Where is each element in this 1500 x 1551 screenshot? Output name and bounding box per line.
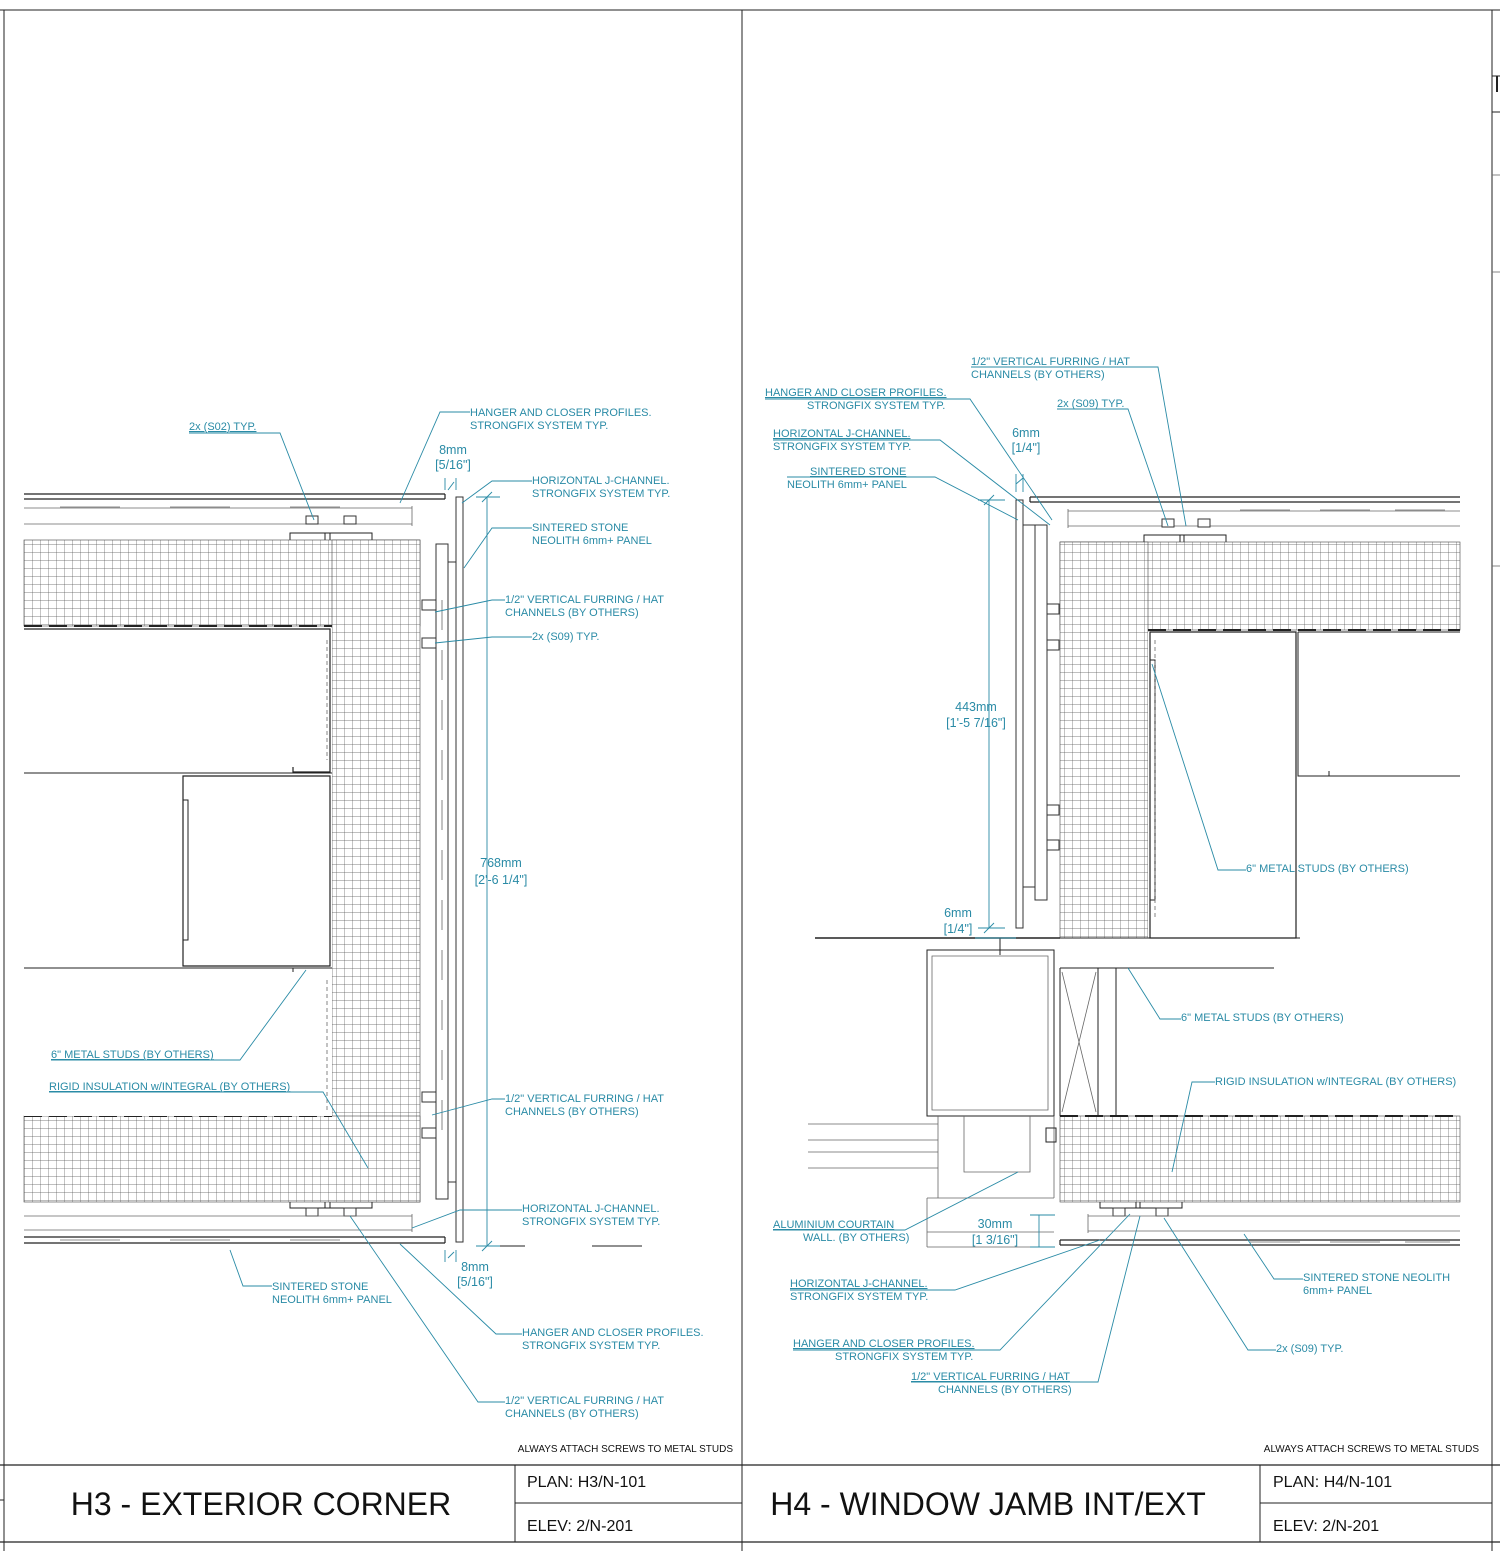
h4-insulation-jamb [1059, 541, 1149, 939]
h3-annotations: 2x (S02) TYP. HANGER AND CLOSER PROFILES… [49, 407, 704, 1420]
h4-top-stone-panel [1029, 496, 1460, 542]
h4-note-furring-top-2: CHANNELS (BY OTHERS) [971, 369, 1105, 381]
h4-note-studs-2: 6" METAL STUDS (BY OTHERS) [1181, 1012, 1344, 1024]
h3-note-furring-mid-2: CHANNELS (BY OTHERS) [505, 1106, 639, 1118]
h3-top-stone-panel [24, 493, 446, 526]
general-note-h4: ALWAYS ATTACH SCREWS TO METAL STUDS [1264, 1444, 1480, 1455]
h4-annotations: 1/2" VERTICAL FURRING / HAT CHANNELS (BY… [765, 356, 1456, 1396]
h4-note-jchannel-bot-2: STRONGFIX SYSTEM TYP. [790, 1291, 928, 1303]
h4-curtain-wall-frame [808, 937, 1097, 1248]
h4-metal-studs [1060, 631, 1460, 1117]
h4-dim-gap-bot-in: [1/4"] [944, 922, 973, 936]
h3-note-hanger-bot: HANGER AND CLOSER PROFILES. [522, 1327, 704, 1339]
h3-note-furring-top: 1/2" VERTICAL FURRING / HAT [505, 594, 664, 606]
h4-note-s09-top: 2x (S09) TYP. [1057, 398, 1124, 410]
h4-detail-drawing [808, 496, 1461, 1248]
h3-note-furring-mid: 1/2" VERTICAL FURRING / HAT [505, 1093, 664, 1105]
h3-note-stone-bot: SINTERED STONE [272, 1281, 368, 1293]
h4-note-jchannel-bot: HORIZONTAL J-CHANNEL. [790, 1278, 928, 1290]
h3-note-jchannel-bot: HORIZONTAL J-CHANNEL. [522, 1203, 660, 1215]
h3-dimensions [444, 478, 500, 1262]
h4-dimensions [975, 474, 1055, 1248]
elev-ref-h4: ELEV: 2/N-201 [1273, 1518, 1379, 1535]
h3-note-hanger-top: HANGER AND CLOSER PROFILES. [470, 407, 652, 419]
h4-note-furring-bot-2: CHANNELS (BY OTHERS) [938, 1384, 1072, 1396]
h4-dim-frame: 30mm [978, 1217, 1013, 1231]
h4-note-stone-bot: SINTERED STONE NEOLITH [1303, 1272, 1450, 1284]
h3-dim-gap-bot: 8mm [461, 1260, 489, 1274]
h3-dim-gap-top-in: [5/16"] [435, 458, 471, 472]
h3-note-stone-top-2: NEOLITH 6mm+ PANEL [532, 535, 652, 547]
h4-dim-frame-in: [1 3/16"] [972, 1233, 1018, 1247]
h3-note-insulation: RIGID INSULATION w/INTEGRAL (BY OTHERS) [49, 1081, 290, 1093]
h3-note-hanger-bot-2: STRONGFIX SYSTEM TYP. [522, 1340, 660, 1352]
h3-dim-height-in: [2'-6 1/4"] [475, 873, 528, 887]
sheet-frame [0, 9, 1500, 1551]
h4-note-stone-top: SINTERED STONE [810, 466, 906, 478]
h4-jamb-stone-panel [1015, 499, 1060, 929]
h3-dim-gap-top: 8mm [439, 443, 467, 457]
h4-note-jchannel-top-2: STRONGFIX SYSTEM TYP. [773, 441, 911, 453]
h4-note-hanger-top-2: STRONGFIX SYSTEM TYP. [807, 400, 945, 412]
h3-top-clips [289, 515, 373, 540]
h3-note-furring-bot: 1/2" VERTICAL FURRING / HAT [505, 1395, 664, 1407]
h4-bottom-stone-panel [1059, 1202, 1460, 1246]
h3-note-furring-top-2: CHANNELS (BY OTHERS) [505, 607, 639, 619]
h4-dim-height: 443mm [955, 700, 997, 714]
h3-dim-height: 768mm [480, 856, 522, 870]
h3-metal-studs [24, 628, 332, 1116]
h3-note-jchannel-bot-2: STRONGFIX SYSTEM TYP. [522, 1216, 660, 1228]
h4-note-s09-bot: 2x (S09) TYP. [1276, 1343, 1343, 1355]
h3-bottom-stone-panel [24, 1202, 642, 1247]
plan-ref-h3: PLAN: H3/N-101 [527, 1474, 646, 1491]
h3-side-screws [421, 599, 437, 1139]
h4-insulation-bottom [1059, 1115, 1461, 1203]
h4-note-curtain-wall-2: WALL. (BY OTHERS) [803, 1232, 909, 1244]
general-note-h3: ALWAYS ATTACH SCREWS TO METAL STUDS [518, 1444, 734, 1455]
h3-insulation-corner [331, 539, 421, 1203]
h4-note-furring-bot: 1/2" VERTICAL FURRING / HAT [911, 1371, 1070, 1383]
h3-note-furring-bot-2: CHANNELS (BY OTHERS) [505, 1408, 639, 1420]
h4-dim-height-in: [1'-5 7/16"] [946, 716, 1006, 730]
detail-title-h4: H4 - WINDOW JAMB INT/EXT [770, 1486, 1206, 1522]
h4-note-jchannel-top: HORIZONTAL J-CHANNEL. [773, 428, 911, 440]
h3-note-s09: 2x (S09) TYP. [532, 631, 599, 643]
h3-note-jchannel-top: HORIZONTAL J-CHANNEL. [532, 475, 670, 487]
h3-insulation-bottom [23, 1115, 421, 1203]
h4-note-furring-top: 1/2" VERTICAL FURRING / HAT [971, 356, 1130, 368]
h3-dim-gap-bot-in: [5/16"] [457, 1275, 493, 1289]
h3-detail-drawing [23, 493, 642, 1247]
h4-note-stone-top-2: NEOLITH 6mm+ PANEL [787, 479, 907, 491]
h3-note-s02: 2x (S02) TYP. [189, 421, 256, 433]
detail-title-h3: H3 - EXTERIOR CORNER [71, 1486, 451, 1522]
h4-note-hanger-top: HANGER AND CLOSER PROFILES. [765, 387, 947, 399]
h4-dim-gap-top-in: [1/4"] [1012, 441, 1041, 455]
h3-leaders [49, 411, 532, 1403]
h3-note-jchannel-top-2: STRONGFIX SYSTEM TYP. [532, 488, 670, 500]
h4-note-studs-1: 6" METAL STUDS (BY OTHERS) [1246, 863, 1409, 875]
elev-ref-h3: ELEV: 2/N-201 [527, 1518, 633, 1535]
h4-dim-gap-bot: 6mm [944, 906, 972, 920]
h4-note-hanger-bot: HANGER AND CLOSER PROFILES. [793, 1338, 975, 1350]
h4-note-hanger-bot-2: STRONGFIX SYSTEM TYP. [835, 1351, 973, 1363]
h3-note-stone-bot-2: NEOLITH 6mm+ PANEL [272, 1294, 392, 1306]
h3-note-hanger-top-2: STRONGFIX SYSTEM TYP. [470, 420, 608, 432]
h3-note-stone-top: SINTERED STONE [532, 522, 628, 534]
plan-ref-h4: PLAN: H4/N-101 [1273, 1474, 1392, 1491]
h4-note-stone-bot-2: 6mm+ PANEL [1303, 1285, 1372, 1297]
h4-note-insulation: RIGID INSULATION w/INTEGRAL (BY OTHERS) [1215, 1076, 1456, 1088]
h3-note-studs: 6" METAL STUDS (BY OTHERS) [51, 1049, 214, 1061]
h4-note-curtain-wall: ALUMINIUM COURTAIN [773, 1219, 894, 1231]
h3-corner-stone-panel [435, 496, 464, 1243]
h4-leaders [765, 366, 1303, 1383]
h4-dim-gap-top: 6mm [1012, 426, 1040, 440]
